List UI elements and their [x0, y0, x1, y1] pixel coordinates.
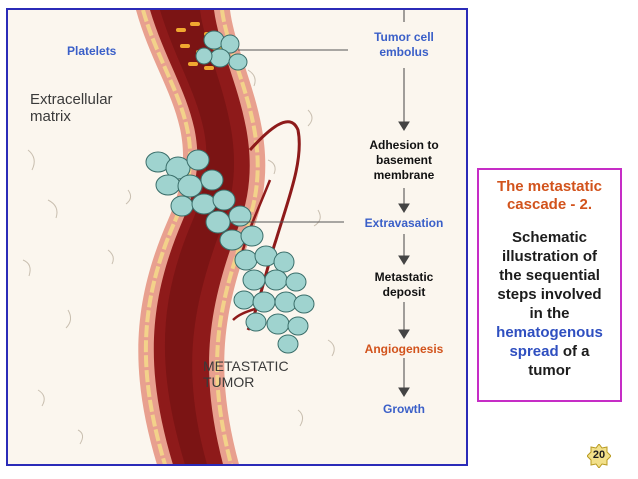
platelets-label: Platelets — [64, 44, 120, 59]
step4-line1: Metastatic — [374, 270, 434, 284]
caption-body-line6: spread of a — [482, 342, 617, 361]
vessel-illustration — [22, 10, 410, 464]
extracellular-matrix-label: Extracellular matrix — [30, 91, 113, 125]
step-adhesion: Adhesion to basement membrane — [348, 138, 460, 183]
caption-highlight-2: spread — [509, 343, 559, 361]
matrix-fibers — [22, 69, 335, 445]
step2-line3: membrane — [373, 168, 435, 182]
metastatic-tumor-label: METASTATIC TUMOR — [203, 358, 289, 390]
caption-body-line4: steps involved — [497, 286, 602, 304]
caption-highlight-1: hematogenous — [496, 324, 603, 342]
step-angiogenesis: Angiogenesis — [344, 342, 464, 357]
caption-body: Schematic illustration of the sequential… — [479, 228, 620, 380]
adhering-tumor-cells — [145, 149, 264, 251]
caption-title-line1: The metastatic — [496, 178, 603, 195]
caption-title: The metastatic cascade - 2. — [479, 178, 620, 214]
caption-line6-suffix: of a — [562, 343, 590, 361]
step1-line1: Tumor cell — [374, 30, 434, 44]
caption-box: The metastatic cascade - 2. Schematic il… — [477, 168, 622, 402]
slide-number-badge-icon — [587, 444, 611, 468]
caption-title-line2: cascade - 2. — [506, 196, 593, 213]
ecm-line2: matrix — [30, 107, 71, 125]
mt-line2: TUMOR — [203, 374, 255, 391]
step2-line1: Adhesion to — [369, 138, 439, 152]
step4-line2: deposit — [382, 285, 426, 299]
caption-body-line3: the sequential — [499, 267, 600, 285]
caption-body-line2: illustration of — [502, 248, 597, 266]
metastatic-deposit-cells — [233, 245, 315, 354]
tumor-embolus — [195, 30, 248, 71]
step-tumor-cell-embolus: Tumor cell embolus — [354, 30, 454, 60]
step2-line2: basement — [375, 153, 433, 167]
step1-line2: embolus — [379, 45, 429, 59]
caption-body-line1: Schematic — [511, 229, 588, 246]
step-extravasation: Extravasation — [344, 216, 464, 231]
step-metastatic-deposit: Metastatic deposit — [354, 270, 454, 300]
step-growth: Growth — [354, 402, 454, 417]
mt-line1: METASTATIC — [203, 358, 289, 374]
slide-number: 20 — [592, 449, 606, 461]
caption-body-line5: in the — [529, 305, 570, 323]
ecm-line1: Extracellular — [30, 91, 113, 108]
flow-arrows — [398, 10, 410, 397]
illustration-frame: Platelets Extracellular matrix METASTATI… — [6, 8, 468, 466]
caption-body-line7: tumor — [528, 362, 571, 380]
